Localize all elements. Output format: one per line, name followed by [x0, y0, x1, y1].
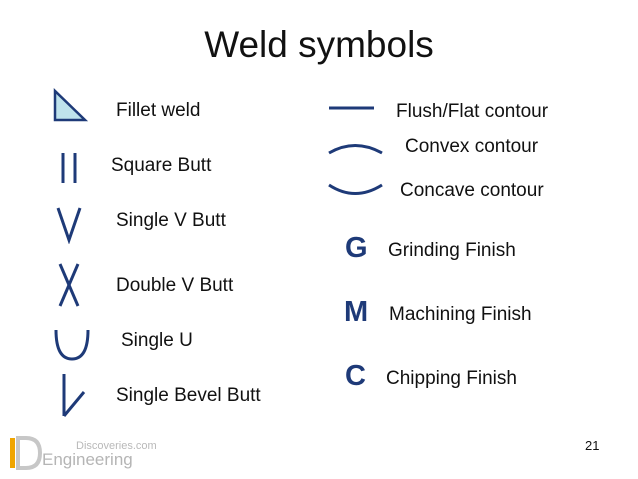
double-v-butt-icon [58, 263, 80, 307]
single-v-butt-icon [56, 207, 82, 244]
slide-title: Weld symbols [204, 24, 434, 65]
fillet-weld-icon [53, 88, 89, 122]
fillet-weld-label: Fillet weld [116, 100, 201, 121]
grinding-finish-letter: G [345, 232, 368, 264]
chipping-finish-label: Chipping Finish [386, 368, 517, 389]
watermark-top-text: Discoveries.com [76, 440, 157, 452]
square-butt-label: Square Butt [111, 155, 212, 176]
single-v-butt-label: Single V Butt [116, 210, 226, 231]
double-v-butt-label: Double V Butt [116, 275, 234, 296]
single-u-icon [54, 329, 90, 361]
square-butt-icon [61, 153, 77, 183]
concave-contour-label: Concave contour [400, 180, 544, 201]
watermark-main-text: Engineering [42, 450, 133, 469]
machining-finish-letter: M [344, 296, 369, 328]
convex-contour-icon [328, 144, 383, 155]
chipping-finish-letter: C [345, 360, 366, 392]
convex-contour-label: Convex contour [405, 136, 539, 157]
discoveries-logo-icon [10, 436, 43, 470]
single-bevel-butt-label: Single Bevel Butt [116, 385, 261, 406]
grinding-finish-label: Grinding Finish [388, 240, 516, 261]
page-number: 21 [585, 438, 600, 453]
single-bevel-butt-icon [62, 374, 86, 417]
flush-contour-icon [329, 106, 374, 110]
flush-contour-label: Flush/Flat contour [396, 101, 549, 122]
machining-finish-label: Machining Finish [389, 304, 532, 325]
single-u-label: Single U [121, 330, 193, 351]
concave-contour-icon [328, 183, 383, 195]
